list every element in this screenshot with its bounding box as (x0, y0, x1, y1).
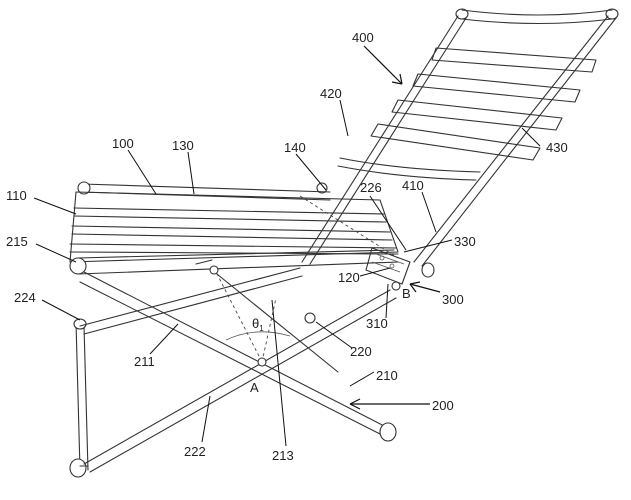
label-100: 100 (112, 136, 134, 151)
leader-lines (33, 45, 541, 447)
frame-assembly (69, 259, 401, 478)
label-400: 400 (352, 30, 374, 45)
point-b-label: B (402, 286, 411, 301)
label-215: 215 (6, 234, 28, 249)
label-210: 210 (376, 368, 398, 383)
label-220: 220 (350, 344, 372, 359)
label-300: 300 (442, 292, 464, 307)
reference-numerals: 100 130 140 110 215 224 211 222 213 220 … (6, 30, 568, 463)
label-110: 110 (6, 188, 27, 203)
label-224: 224 (14, 290, 36, 305)
backrest-assembly (301, 8, 619, 278)
label-222: 222 (184, 444, 206, 459)
label-330: 330 (454, 234, 476, 249)
point-a-label: A (250, 380, 259, 395)
seat-assembly (69, 181, 411, 285)
label-420: 420 (320, 86, 342, 101)
label-213: 213 (272, 448, 294, 463)
angle-theta-label: θ1 (252, 316, 264, 333)
label-430: 430 (546, 140, 568, 155)
label-120: 120 (338, 270, 360, 285)
label-140: 140 (284, 140, 306, 155)
label-410: 410 (402, 178, 424, 193)
label-200: 200 (432, 398, 454, 413)
label-130: 130 (172, 138, 194, 153)
label-226: 226 (360, 180, 382, 195)
backrest-right-rail (413, 15, 609, 263)
label-211: 211 (134, 354, 155, 369)
label-310: 310 (366, 316, 388, 331)
